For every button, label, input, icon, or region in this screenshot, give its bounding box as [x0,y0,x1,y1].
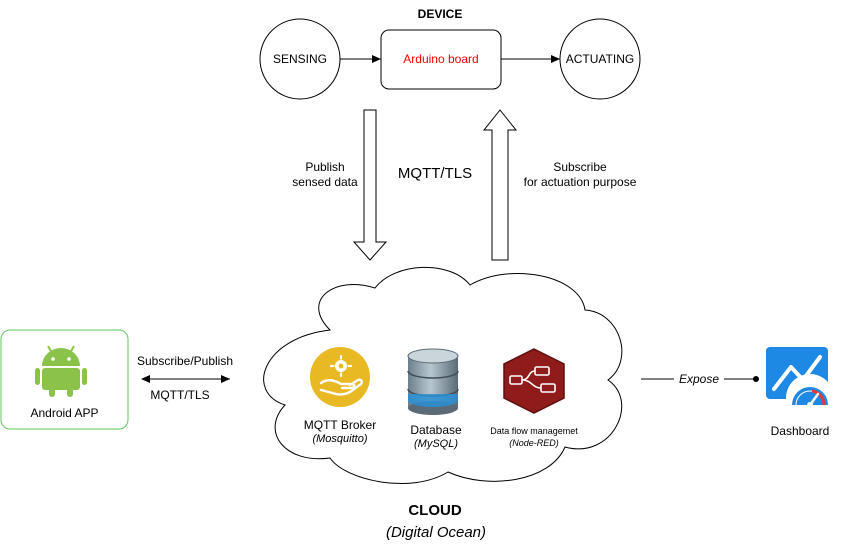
subscribe-up-arrow [482,109,518,261]
android-link-top-label: Subscribe/Publish [136,354,234,368]
database-icon [407,348,459,415]
cloud-provider-label: (Digital Ocean) [385,524,487,541]
expose-label: Expose [674,372,724,386]
android-app-label: Android APP [30,406,99,420]
mqtt-broker-icon [310,347,370,407]
broker-impl-label: (Mosquitto) [312,433,368,445]
android-link-bottom-label: MQTT/TLS [150,388,210,402]
subscribe-label-line2: for actuation purpose [523,175,637,189]
database-name-label: Database [410,423,462,437]
subscribe-label-line1: Subscribe [553,160,607,174]
publish-label-line1: Publish [305,160,345,174]
publish-down-arrow [352,109,388,261]
database-impl-label: (MySQL) [414,438,458,450]
node-red-icon [503,348,565,414]
flow-impl-label: (Node-RED) [509,438,559,448]
cloud-title: CLOUD [408,502,462,519]
actuating-label: ACTUATING [565,52,635,66]
expose-endpoint [753,376,759,382]
publish-label-line2: sensed data [292,175,358,189]
flow-name-label: Data flow managemet [490,426,578,436]
sensing-label: SENSING [272,52,327,66]
dashboard-label: Dashboard [770,424,830,438]
arduino-board-label: Arduino board [403,52,479,66]
device-title: DEVICE [417,7,463,21]
protocol-label: MQTT/TLS [397,165,473,182]
dashboard-icon [766,347,834,422]
android-robot-icon [35,345,87,397]
broker-name-label: MQTT Broker [303,418,377,432]
